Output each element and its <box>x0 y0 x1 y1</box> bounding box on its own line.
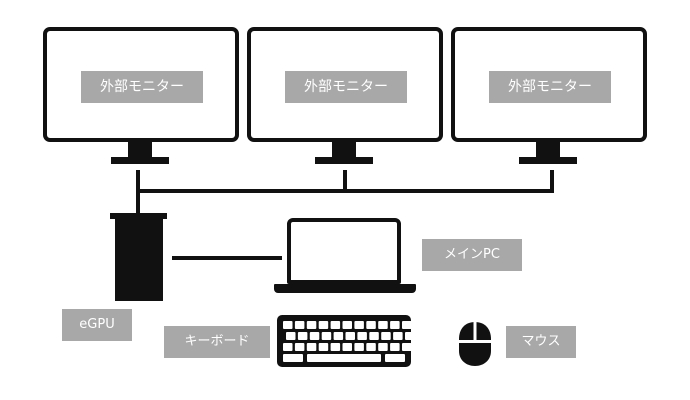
keyboard-key <box>330 343 341 351</box>
keyboard-key <box>294 343 305 351</box>
keyboard-key <box>309 332 320 340</box>
monitor-stand-foot-3 <box>519 157 577 164</box>
egpu-drop-wire <box>136 170 140 214</box>
keyboard-key <box>385 354 405 362</box>
monitor-2-drop-wire <box>343 170 347 191</box>
keyboard-key <box>283 321 293 329</box>
keyboard-key <box>306 343 317 351</box>
keyboard-key <box>330 321 341 329</box>
external-monitor-1: 外部モニター <box>43 27 239 142</box>
keyboard-key <box>306 321 317 329</box>
keyboard-key <box>378 321 388 329</box>
keyboard-key <box>369 332 379 340</box>
external-monitor-2: 外部モニター <box>247 27 443 142</box>
monitor-stand-foot-2 <box>315 157 373 164</box>
keyboard-key <box>342 343 352 351</box>
monitor-stand-foot-1 <box>111 157 169 164</box>
keyboard-key <box>318 343 329 351</box>
keyboard-key <box>283 354 303 362</box>
keyboard-spacebar <box>307 354 381 362</box>
laptop-base <box>274 284 416 293</box>
keyboard-key <box>333 332 344 340</box>
egpu-label: eGPU <box>62 309 132 341</box>
mouse-icon <box>459 322 491 366</box>
monitor-3-drop-wire <box>550 170 554 191</box>
keyboard-key <box>342 321 352 329</box>
keyboard-key <box>357 332 367 340</box>
monitor-label-1: 外部モニター <box>81 71 203 103</box>
egpu-laptop-wire <box>172 256 282 260</box>
keyboard-key <box>294 321 305 329</box>
keyboard-key <box>283 343 293 351</box>
keyboard-key <box>405 332 411 340</box>
mouse-label: マウス <box>506 326 576 358</box>
egpu-enclosure <box>115 219 163 301</box>
keyboard-key <box>366 343 376 351</box>
monitor-label-2: 外部モニター <box>285 71 407 103</box>
keyboard-key <box>393 332 403 340</box>
monitor-stand-neck-2 <box>332 142 356 157</box>
keyboard-key <box>286 332 296 340</box>
keyboard-key <box>402 343 411 351</box>
external-monitor-3: 外部モニター <box>451 27 647 142</box>
keyboard-key <box>402 321 411 329</box>
keyboard-key <box>297 332 308 340</box>
keyboard-key <box>321 332 332 340</box>
monitor-stand-neck-1 <box>128 142 152 157</box>
keyboard-key <box>318 321 329 329</box>
main-pc-label: メインPC <box>422 239 522 271</box>
keyboard-key <box>345 332 355 340</box>
monitor-bus-wire <box>136 189 554 193</box>
keyboard-key <box>381 332 391 340</box>
egpu-icon <box>110 213 167 219</box>
laptop-icon <box>287 218 401 284</box>
keyboard-icon <box>277 315 411 367</box>
keyboard-key <box>366 321 376 329</box>
keyboard-key <box>390 343 400 351</box>
keyboard-key <box>390 321 400 329</box>
keyboard-key <box>378 343 388 351</box>
keyboard-key <box>354 343 364 351</box>
keyboard-label: キーボード <box>164 326 270 358</box>
keyboard-key <box>354 321 364 329</box>
monitor-stand-neck-3 <box>536 142 560 157</box>
monitor-label-3: 外部モニター <box>489 71 611 103</box>
